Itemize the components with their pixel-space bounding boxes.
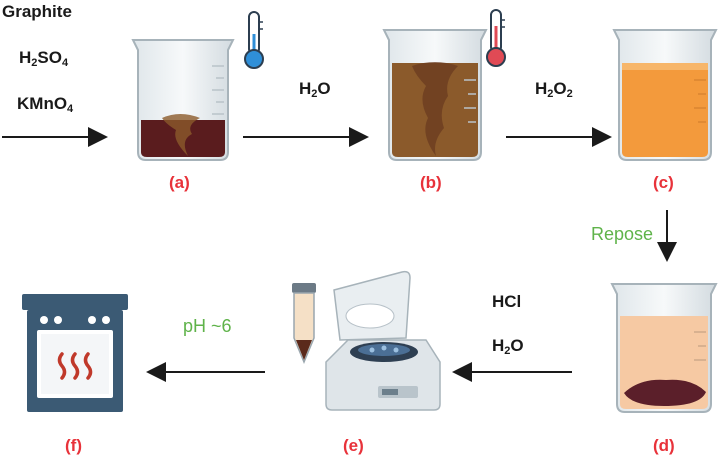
beaker-c [612,29,718,161]
beaker-a [131,39,235,161]
reagent-sulfuric-acid: H2SO4 [19,48,69,69]
step-label-c: (c) [653,173,674,192]
step-label-b: (b) [420,173,442,192]
centrifuge-icon [325,270,441,411]
mixture-orange [622,63,708,157]
label-repose: Repose [591,224,654,244]
label-ph: pH ~6 [183,316,232,336]
thermometer-cold-icon [244,11,264,69]
step-label-d: (d) [653,436,675,455]
label-hcl: HCl [492,292,522,311]
oven-icon [22,294,128,412]
reagent-graphite: Graphite [2,2,72,21]
label-peroxide: H2O2 [535,79,573,100]
thermometer-hot-icon [486,9,506,67]
step-label-a: (a) [169,173,190,192]
step-label-f: (f) [65,436,82,455]
beaker-b [382,29,488,161]
beaker-d [610,283,718,413]
label-wash-water: H2O [492,336,524,357]
step-label-e: (e) [343,436,364,455]
vortex [412,62,458,156]
falcon-tube-icon [292,283,316,364]
reagent-permanganate: KMnO4 [17,94,74,115]
swirl [162,114,200,156]
label-water: H2O [299,79,331,100]
heat-waves-icon [57,352,93,380]
sediment [624,379,706,406]
